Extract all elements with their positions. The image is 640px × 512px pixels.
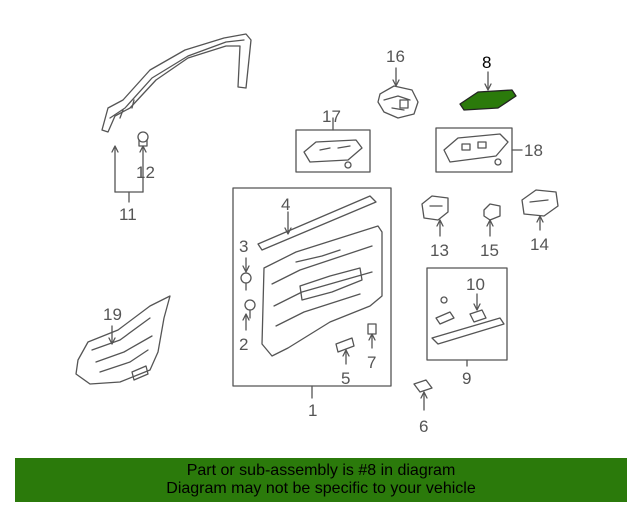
callout-13: 13 [430, 241, 449, 260]
part-12-clip [137, 131, 149, 147]
part-11-sash-molding [101, 33, 252, 133]
callout-16: 16 [386, 47, 405, 66]
part-1-door-lining [232, 187, 392, 399]
part-15-cap [483, 203, 501, 237]
part-18-box [435, 127, 523, 173]
part-17-box [295, 117, 371, 173]
callout-12: 12 [136, 163, 155, 182]
callout-7: 7 [367, 353, 376, 372]
callout-10: 10 [466, 275, 485, 294]
callout-5: 5 [341, 369, 350, 388]
callout-11: 11 [119, 205, 137, 224]
callout-6: 6 [419, 417, 428, 436]
part-notice-banner: Part or sub-assembly is #8 in diagram Di… [15, 458, 627, 502]
part-9-box [426, 267, 508, 367]
leader-11-12 [111, 145, 147, 203]
part-13-switch [421, 195, 449, 237]
callout-1: 1 [308, 401, 317, 420]
banner-line-1: Part or sub-assembly is #8 in diagram [186, 462, 456, 479]
callout-8: 8 [482, 53, 491, 72]
callout-2: 2 [239, 335, 248, 354]
callout-14: 14 [530, 235, 549, 254]
part-14-switch [521, 189, 559, 231]
banner-line-2: Diagram may not be specific to your vehi… [166, 480, 476, 497]
part-6-cap [413, 379, 433, 411]
callout-3: 3 [239, 237, 248, 256]
part-16-switch [377, 67, 419, 119]
callout-15: 15 [480, 241, 499, 260]
callout-9: 9 [462, 369, 471, 388]
callout-18: 18 [524, 141, 543, 160]
callout-4: 4 [281, 195, 290, 214]
callout-17: 17 [322, 107, 341, 126]
part-8-highlighted [459, 71, 517, 111]
part-19-inner-panel [75, 295, 171, 385]
callout-19: 19 [103, 305, 122, 324]
